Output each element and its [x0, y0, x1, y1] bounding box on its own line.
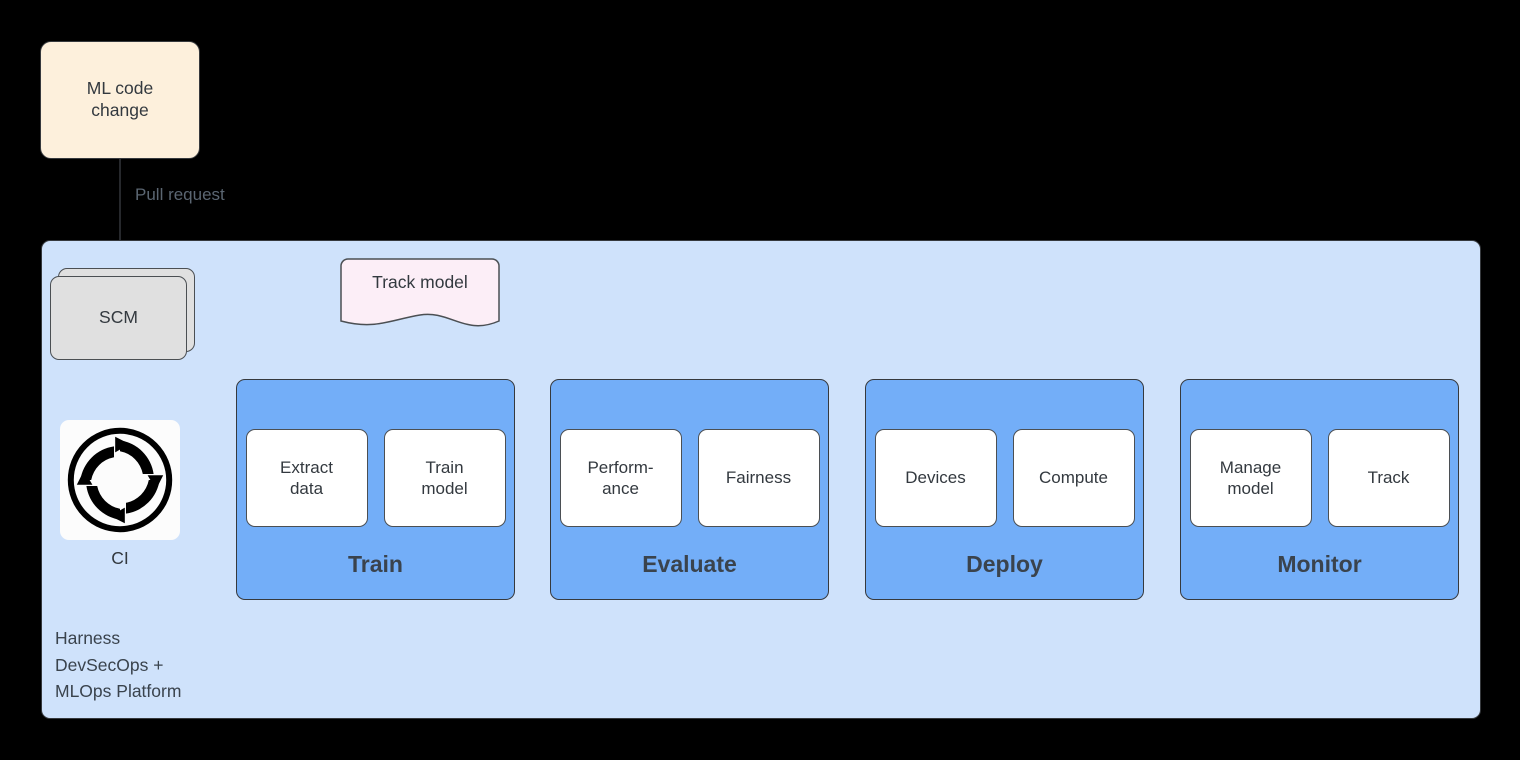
substep-train-model[interactable]: Train model — [383, 429, 506, 527]
substep-devices[interactable]: Devices — [874, 429, 997, 527]
stage-monitor[interactable]: Manage model Track Monitor — [1180, 379, 1459, 600]
substep-compute[interactable]: Compute — [1012, 429, 1135, 527]
node-track-model-document[interactable]: Track model — [340, 258, 500, 333]
node-scm[interactable]: SCM — [50, 268, 195, 360]
scm-front-sheet: SCM — [50, 276, 187, 360]
node-ml-code-change[interactable]: ML code change — [40, 41, 200, 159]
stage-train-substeps: Extract data Train model — [237, 429, 514, 527]
stage-train-title: Train — [348, 551, 403, 577]
substep-fairness[interactable]: Fairness — [697, 429, 820, 527]
stage-evaluate[interactable]: Perform- ance Fairness Evaluate — [550, 379, 829, 600]
substep-performance[interactable]: Perform- ance — [559, 429, 682, 527]
stage-deploy-title: Deploy — [966, 551, 1043, 577]
substep-track[interactable]: Track — [1327, 429, 1450, 527]
stage-evaluate-title: Evaluate — [642, 551, 737, 577]
document-shape — [340, 258, 500, 327]
node-ci-label: CI — [111, 548, 129, 568]
stage-deploy-substeps: Devices Compute — [866, 429, 1143, 527]
node-ci[interactable] — [60, 420, 180, 540]
stage-monitor-substeps: Manage model Track — [1181, 429, 1458, 527]
stage-evaluate-substeps: Perform- ance Fairness — [551, 429, 828, 527]
stage-monitor-title: Monitor — [1277, 551, 1362, 577]
substep-extract-data[interactable]: Extract data — [245, 429, 368, 527]
edge-label-pull-request: Pull request — [135, 185, 225, 204]
track-model-label: Track model — [372, 272, 468, 292]
substep-manage-model[interactable]: Manage model — [1189, 429, 1312, 527]
stage-train[interactable]: Extract data Train model Train — [236, 379, 515, 600]
circular-arrows-icon — [67, 427, 173, 533]
stage-deploy[interactable]: Devices Compute Deploy — [865, 379, 1144, 600]
platform-caption: Harness DevSecOps + MLOps Platform — [55, 628, 182, 702]
